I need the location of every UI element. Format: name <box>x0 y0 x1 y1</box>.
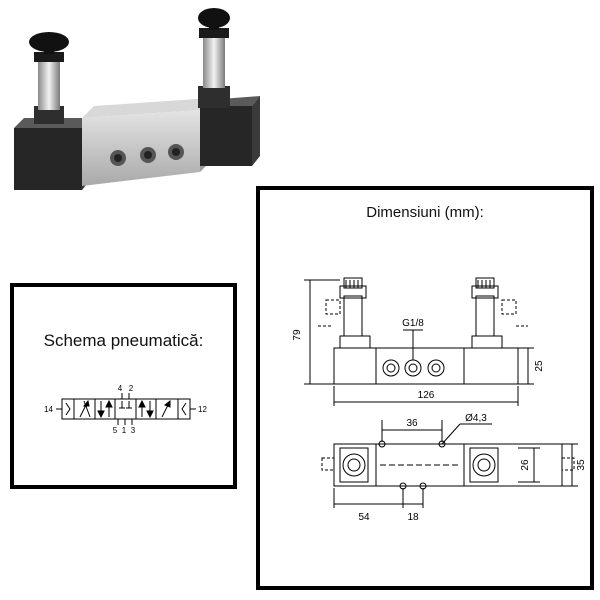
port-1-label: 1 <box>122 426 127 435</box>
port-2-label: 2 <box>129 384 134 393</box>
valve-body-front <box>333 347 519 385</box>
dimension-drawing: 79 G1/8 25 126 36 Ø4,3 26 35 54 18 <box>292 277 587 523</box>
dim-54-label: 54 <box>358 512 370 523</box>
dim-126-label: 126 <box>418 390 435 401</box>
port-5-label: 5 <box>113 426 118 435</box>
port-14-label: 14 <box>44 405 53 414</box>
dim-36-label: 36 <box>406 418 418 429</box>
port-4-label: 4 <box>118 384 123 393</box>
dim-26-label: 26 <box>520 459 531 471</box>
dim-hole-label: Ø4,3 <box>465 413 487 424</box>
left-solenoid-symbol <box>61 398 75 420</box>
dim-79-label: 79 <box>292 329 303 341</box>
dim-18-label: 18 <box>407 512 419 523</box>
pneumatic-symbol: 4 2 5 1 3 14 12 <box>44 384 207 435</box>
valve-product-photo <box>14 8 260 190</box>
dim-thread-label: G1/8 <box>402 318 424 329</box>
dim-25-label: 25 <box>534 360 545 372</box>
port-3-label: 3 <box>131 426 136 435</box>
port-12-label: 12 <box>198 405 207 414</box>
dimensions-panel: Dimensiuni (mm): <box>256 186 594 590</box>
dim-35-label: 35 <box>576 459 587 471</box>
dimensions-title: Dimensiuni (mm): <box>366 204 484 221</box>
schema-title: Schema pneumatică: <box>43 331 204 350</box>
right-solenoid-symbol <box>177 398 191 420</box>
pneumatic-schema-panel: Schema pneumatică: <box>10 283 237 489</box>
